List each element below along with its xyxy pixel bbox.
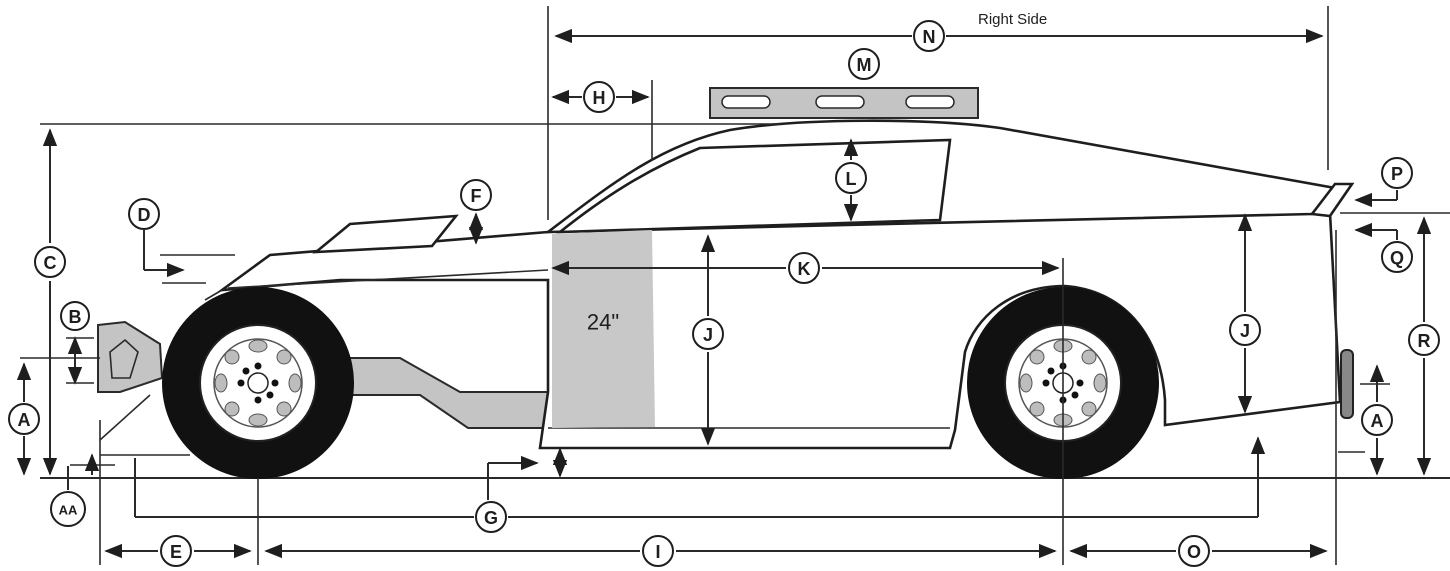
label-Q: Q: [1390, 248, 1404, 268]
label-bubble-O: O: [1178, 535, 1210, 567]
label-bubble-C: C: [34, 246, 66, 278]
door-width-label: 24": [587, 310, 619, 335]
label-bubble-H: H: [583, 81, 615, 113]
label-R: R: [1418, 331, 1431, 351]
roof-sign: [709, 87, 979, 119]
label-I: I: [655, 542, 660, 562]
label-bubble-A-rear: A: [1361, 404, 1393, 436]
rear-bumper: [1340, 349, 1354, 419]
label-bubble-F: F: [460, 179, 492, 211]
label-F: F: [471, 186, 482, 206]
label-bubble-B: B: [60, 301, 90, 331]
right-side-caption: Right Side: [978, 11, 1047, 28]
label-C: C: [44, 253, 57, 273]
label-G: G: [484, 508, 498, 528]
label-bubble-A-front: A: [8, 403, 40, 435]
label-H: H: [593, 88, 606, 108]
label-E: E: [170, 542, 182, 562]
label-bubble-E: E: [160, 535, 192, 567]
label-A-rear: A: [1371, 411, 1384, 431]
label-bubble-P: P: [1381, 157, 1413, 189]
car-body: [204, 119, 1355, 450]
label-bubble-Q: Q: [1381, 241, 1413, 273]
label-bubble-R: R: [1408, 324, 1440, 356]
label-A-front: A: [18, 410, 31, 430]
label-J-rear: J: [1240, 321, 1250, 341]
chassis-frame: [97, 320, 549, 429]
label-L: L: [846, 169, 857, 189]
label-bubble-J-front: J: [692, 318, 724, 350]
label-M: M: [857, 55, 872, 75]
label-bubble-I: I: [642, 535, 674, 567]
label-bubble-AA: AA: [50, 491, 86, 527]
label-bubble-G: G: [475, 501, 507, 533]
label-J-front: J: [703, 325, 713, 345]
front-wheel: [162, 287, 354, 479]
label-D: D: [138, 205, 151, 225]
label-bubble-L: L: [835, 162, 867, 194]
label-N: N: [923, 27, 936, 47]
label-bubble-J-rear: J: [1229, 314, 1261, 346]
label-K: K: [798, 259, 811, 279]
reference-lines: [20, 6, 1450, 565]
label-O: O: [1187, 542, 1201, 562]
label-bubble-K: K: [788, 252, 820, 284]
label-AA: AA: [59, 503, 78, 518]
label-B: B: [69, 307, 82, 327]
label-bubble-M: M: [848, 48, 880, 80]
label-P: P: [1391, 164, 1403, 184]
label-bubble-N: N: [913, 20, 945, 52]
label-bubble-D: D: [128, 198, 160, 230]
dimension-arrows: [16, 28, 1432, 559]
